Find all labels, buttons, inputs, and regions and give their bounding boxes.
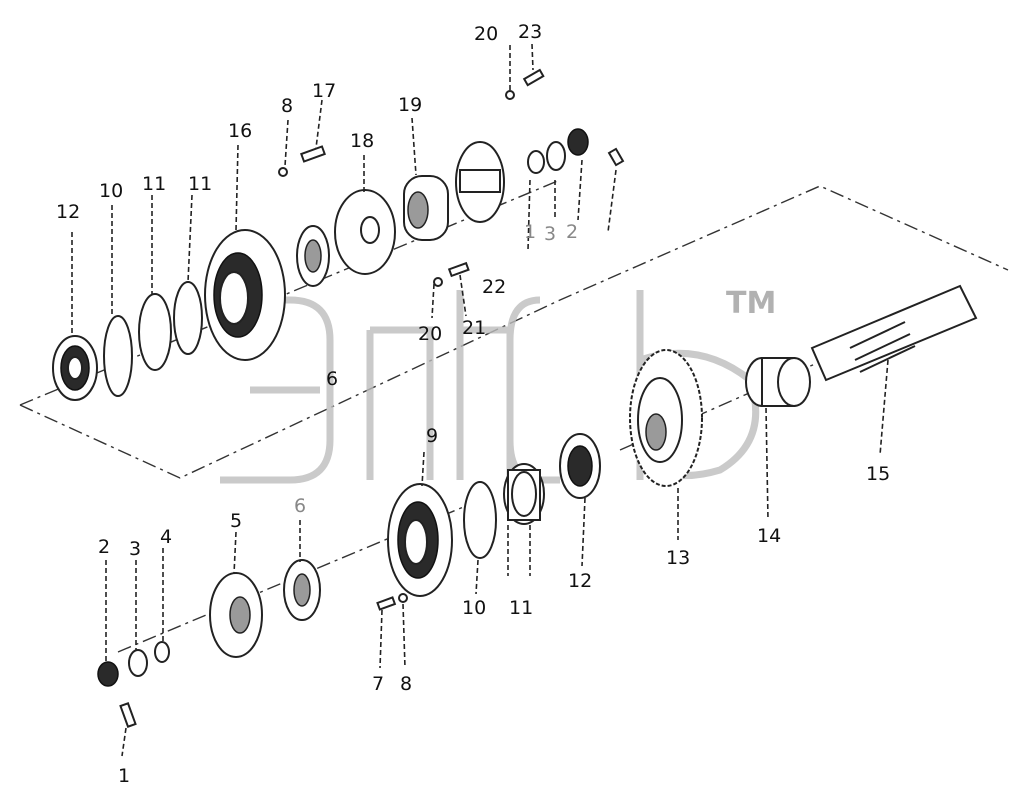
seal-6-upper [296, 225, 330, 287]
label-12-lower: 12 [568, 570, 592, 592]
ring-11-lower [503, 463, 545, 525]
label-1: 1 [118, 765, 130, 787]
washer-20-lower [433, 277, 443, 287]
housing-16 [204, 229, 286, 361]
shaft-15 [810, 284, 978, 382]
bearing-12-upper [52, 335, 98, 401]
pin-1 [119, 702, 137, 728]
washer-8-upper [278, 167, 288, 177]
washer-3-lower [128, 649, 148, 677]
trademark-text: TM [726, 286, 776, 321]
label-8-upper: 8 [281, 95, 293, 117]
label-22: 22 [482, 276, 506, 298]
label-7: 7 [372, 673, 384, 695]
housing-9 [387, 483, 453, 597]
label-3: 3 [129, 538, 141, 560]
seal-6-lower [283, 559, 321, 621]
label-11-upper-a: 11 [142, 173, 166, 195]
label-14: 14 [757, 525, 781, 547]
washer-20-upper [505, 90, 515, 100]
label-11-upper-b: 11 [188, 173, 212, 195]
body-19 [403, 175, 449, 241]
flange-5 [209, 572, 263, 658]
label-19: 19 [398, 94, 422, 116]
bolt-17 [300, 145, 326, 163]
label-6-lower: 6 [294, 495, 306, 517]
label-2: 2 [98, 536, 110, 558]
bolt-7 [376, 596, 397, 611]
label-6-upper: 6 [326, 368, 338, 390]
washer-4 [154, 641, 170, 663]
ring-11-upper-a [138, 293, 172, 371]
label-20-upper: 20 [474, 23, 498, 45]
gasket-10-upper [103, 315, 133, 397]
gasket-10-lower [463, 481, 497, 559]
label-16: 16 [228, 120, 252, 142]
bolt-21 [447, 261, 470, 278]
label-21: 21 [462, 317, 486, 339]
label-1-upper: 1 [524, 221, 536, 243]
label-10-lower: 10 [462, 597, 486, 619]
ring-11-upper-b [173, 281, 203, 355]
washer-1-upper [527, 150, 545, 174]
cover-18 [334, 189, 396, 275]
label-11-lower: 11 [509, 597, 533, 619]
label-9: 9 [426, 425, 438, 447]
part-labels: 1 2 3 4 5 6 6 7 8 8 9 10 10 11 11 11 12 … [56, 21, 890, 787]
watermark-logo: TM [220, 286, 776, 484]
label-10-upper: 10 [99, 180, 123, 202]
label-20-lower: 20 [418, 323, 442, 345]
washer-3-upper [546, 141, 566, 171]
boundary-lines [19, 179, 1009, 653]
label-8-lower: 8 [400, 673, 412, 695]
nut-2-lower [97, 661, 119, 687]
label-15: 15 [866, 463, 890, 485]
label-5: 5 [230, 510, 242, 532]
bushing-14 [745, 357, 811, 407]
label-4: 4 [160, 526, 172, 548]
label-13: 13 [666, 547, 690, 569]
nut-2-upper [567, 128, 589, 156]
label-12-upper: 12 [56, 201, 80, 223]
bearing-12-lower [559, 433, 601, 499]
gear-13 [629, 349, 703, 487]
label-18: 18 [350, 130, 374, 152]
flange-shaft [455, 141, 505, 223]
leader-lines [71, 43, 889, 757]
label-23: 23 [518, 21, 542, 43]
pin-upper [607, 147, 625, 167]
label-3-upper: 3 [544, 223, 556, 245]
label-17: 17 [312, 80, 336, 102]
washer-8-lower [398, 593, 408, 603]
label-2-upper: 2 [566, 221, 578, 243]
bolt-23 [522, 68, 545, 87]
